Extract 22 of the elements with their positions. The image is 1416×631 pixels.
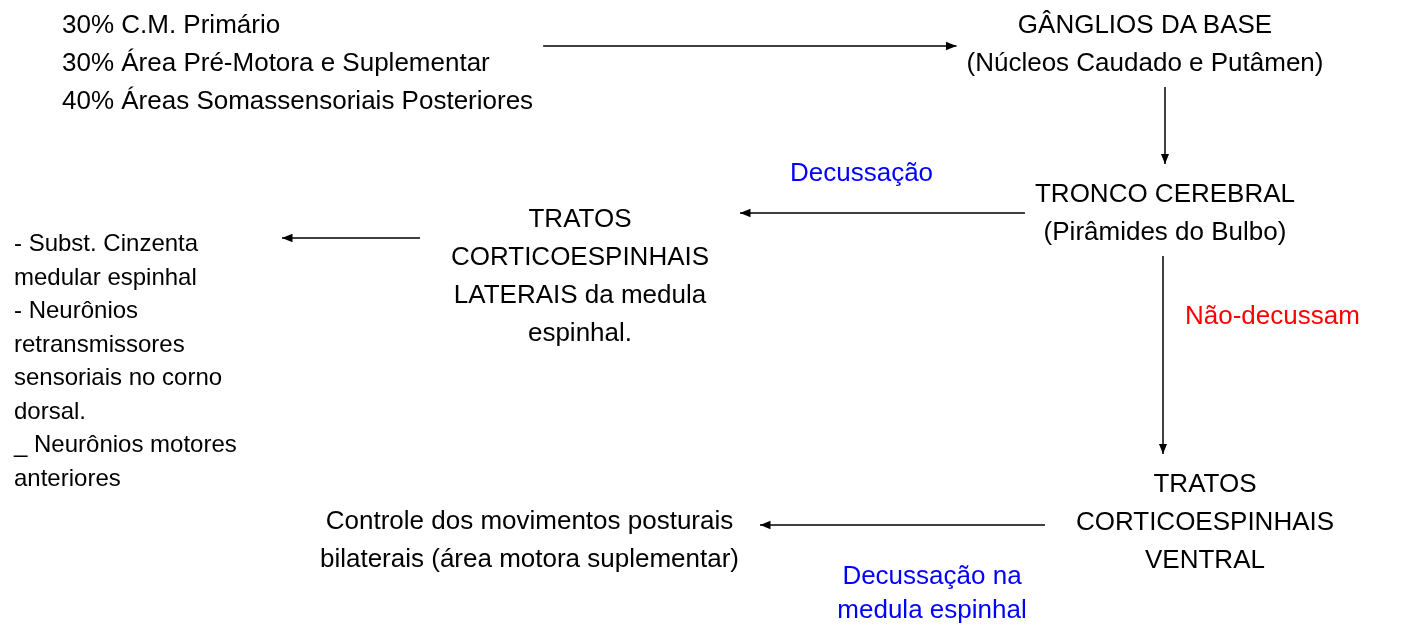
basal-ganglia-text: (Núcleos Caudado e Putâmen) [966, 46, 1324, 79]
arrow [759, 520, 1046, 530]
brainstem-text: TRONCO CEREBRAL [1034, 177, 1295, 210]
target-list: - Neurônios retransmissores sensoriais no corno dorsal. [14, 293, 272, 427]
ventral-tract-text: TRATOS CORTICOESPINHAIS VENTRAL [1074, 467, 1336, 576]
arrow [542, 41, 958, 51]
arrow [281, 233, 421, 243]
edge-label: Não-decussam [1185, 299, 1361, 332]
edge-label: Decussação [790, 156, 935, 189]
arrow [1160, 86, 1170, 165]
cortex-text: 40% Áreas Somassensoriais Posteriores [62, 84, 534, 117]
basal-ganglia-text: GÂNGLIOS DA BASE [1017, 8, 1273, 41]
cortex-text: 30% C.M. Primário [62, 8, 281, 41]
arrow [1158, 255, 1168, 455]
target-list: - Subst. Cinzenta medular espinhal [14, 226, 272, 293]
arrow [739, 208, 1026, 218]
edge-label: Decussação na medula espinhal [836, 559, 1028, 626]
postural-control-text: Controle dos movimentos posturais bilaterais (área motora suplementar) [318, 504, 741, 575]
brainstem-text: (Pirâmides do Bulbo) [1043, 215, 1287, 248]
target-list: _ Neurônios motores anteriores [14, 427, 272, 494]
lateral-tract-text: TRATOS CORTICOESPINHAIS LATERAIS da medula espinhal. [449, 202, 711, 349]
cortex-text: 30% Área Pré-Motora e Suplementar [62, 46, 490, 79]
